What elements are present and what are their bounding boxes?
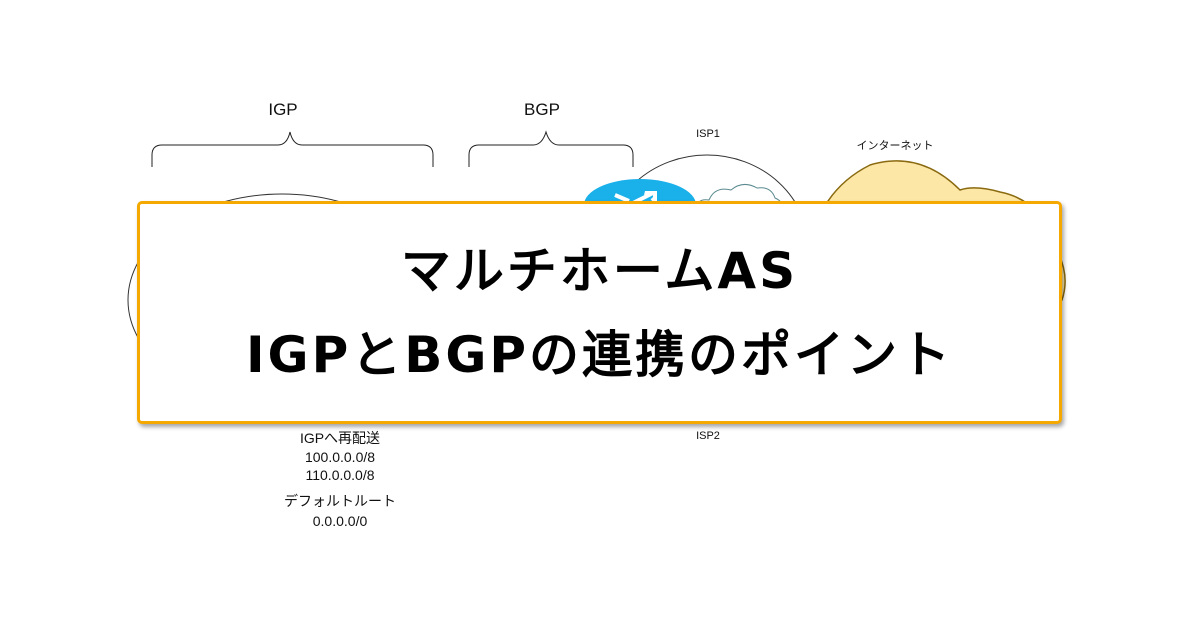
bgp-brace	[468, 130, 634, 167]
route-100: 100.0.0.0/8	[304, 449, 376, 465]
isp2-label: ISP2	[696, 430, 720, 442]
title-line-1: マルチホームAS	[400, 241, 799, 300]
title-banner: マルチホームAS IGPとBGPの連携のポイント	[137, 201, 1062, 424]
isp1-label: ISP1	[696, 128, 720, 140]
title-line-2: IGPとBGPの連携のポイント	[245, 325, 954, 384]
default-route-value: 0.0.0.0/0	[312, 513, 368, 529]
redistribute-label: IGPへ再配送	[299, 430, 381, 446]
router-arrows-icon	[614, 191, 657, 206]
internet-label: インターネット	[856, 140, 934, 152]
igp-label: IGP	[268, 100, 298, 119]
default-route-label: デフォルトルート	[284, 493, 396, 509]
bgp-label: BGP	[524, 100, 560, 119]
igp-brace	[151, 131, 434, 167]
route-110: 110.0.0.0/8	[305, 467, 375, 483]
